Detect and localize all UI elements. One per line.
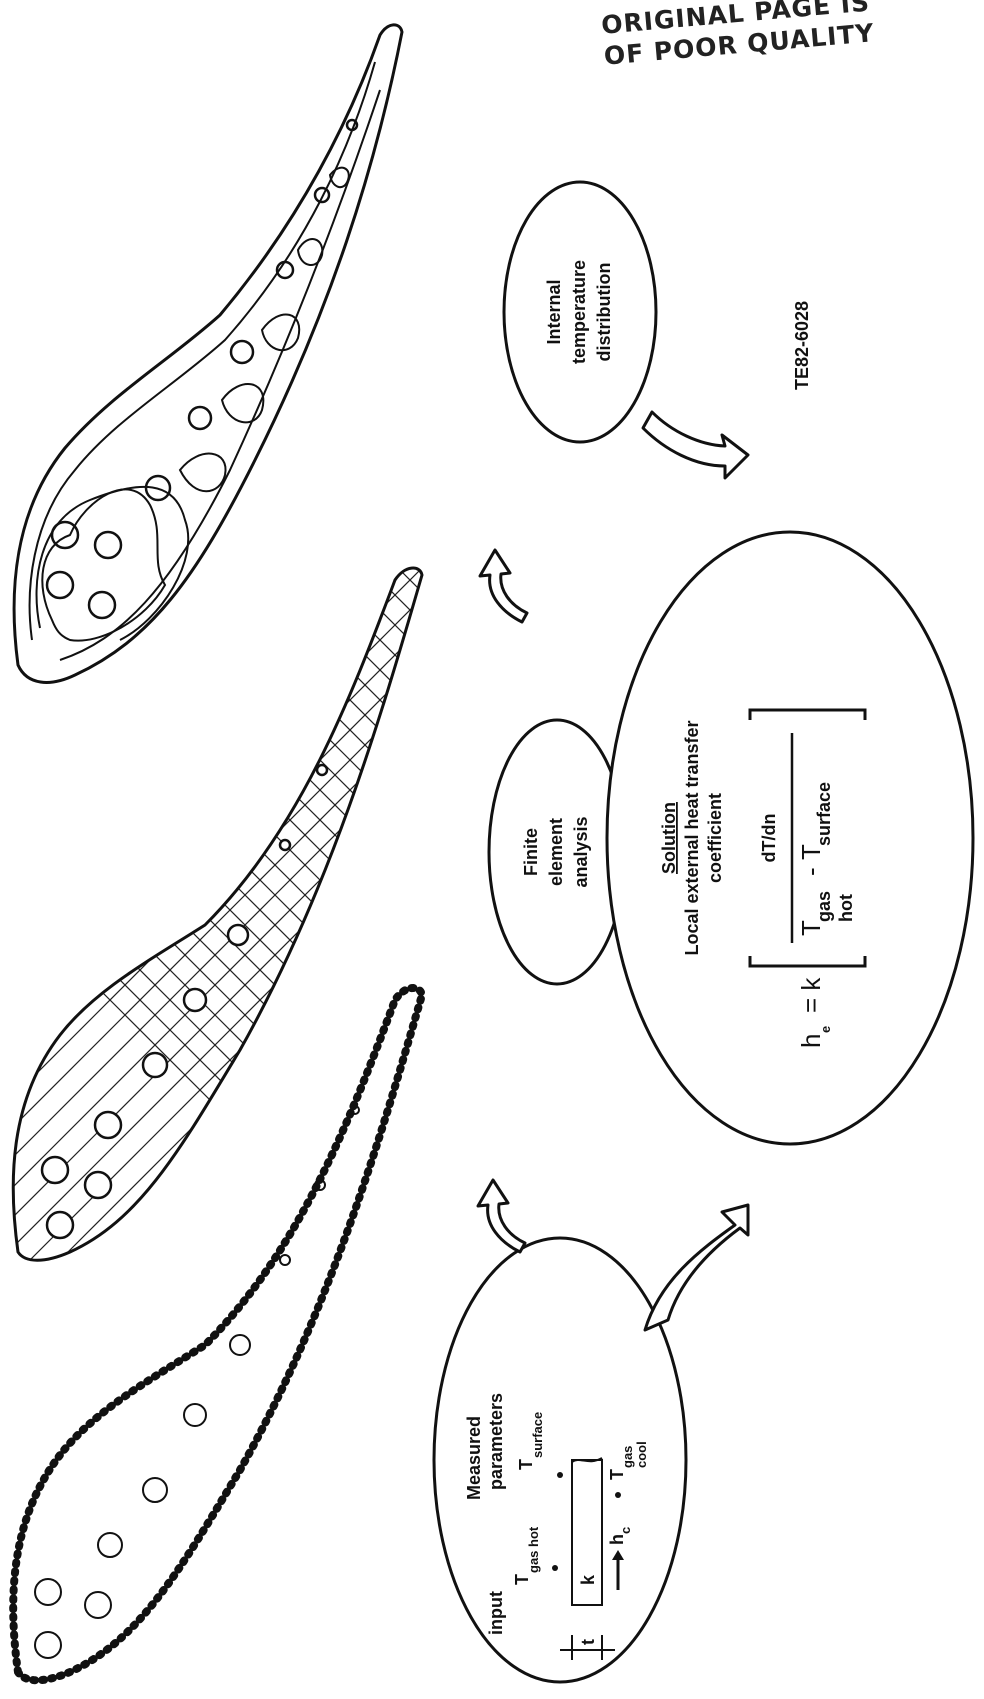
solution-line-1: Local external heat transfer xyxy=(682,720,702,955)
large-curved-arrow-lower xyxy=(645,1205,748,1330)
t-gas-cool-sub1: gas xyxy=(620,1446,635,1468)
gas-cool-dot xyxy=(615,1492,621,1498)
cooling-hole xyxy=(280,1255,290,1265)
contour-line xyxy=(298,239,322,265)
mesh-hole xyxy=(42,1157,68,1183)
den-minus: - xyxy=(796,867,826,876)
fea-line-2: element xyxy=(546,818,566,886)
temperature-oval: Internal temperature distribution xyxy=(504,182,656,442)
temp-line-1: Internal xyxy=(544,279,564,344)
temperature-hole xyxy=(231,341,253,363)
h-e-sub: e xyxy=(818,1026,833,1033)
cooling-hole xyxy=(35,1632,61,1658)
surface-dot xyxy=(557,1472,563,1478)
mesh-hole xyxy=(47,1212,73,1238)
h-e-label: h xyxy=(796,1034,826,1048)
perforated-blade-outline xyxy=(13,988,422,1680)
cooling-hole xyxy=(35,1579,61,1605)
temperature-blade xyxy=(14,25,402,683)
fea-line-3: analysis xyxy=(571,816,591,887)
contour-line xyxy=(222,384,263,422)
cooling-hole xyxy=(98,1533,122,1557)
conductivity-label: k xyxy=(578,1574,598,1585)
small-curved-arrow-1 xyxy=(478,1180,525,1252)
contour-line xyxy=(37,487,189,640)
temperature-hole xyxy=(47,572,73,598)
mesh-hole xyxy=(228,925,248,945)
numerator: dT/dn xyxy=(759,814,779,863)
mesh-hole xyxy=(95,1112,121,1138)
cooling-hole xyxy=(184,1404,206,1426)
temperature-hole xyxy=(52,522,78,548)
figure-code: TE82-6028 xyxy=(792,301,812,390)
input-subtitle-right: parameters xyxy=(486,1393,506,1490)
mesh-blade-outline xyxy=(13,568,422,1260)
den-hot: hot xyxy=(836,894,856,922)
temp-line-3: distribution xyxy=(594,263,614,362)
mesh-hole xyxy=(184,989,206,1011)
mesh-hole xyxy=(143,1053,167,1077)
den-sub2: surface xyxy=(814,782,834,846)
cooling-hole xyxy=(230,1335,250,1355)
t-gas-cool-sub2: cool xyxy=(634,1441,649,1468)
solution-oval: Solution Local external heat transfer co… xyxy=(607,532,973,1144)
temp-line-2: temperature xyxy=(569,260,589,364)
fea-line-1: Finite xyxy=(521,828,541,876)
input-title: Measured xyxy=(464,1416,484,1500)
equals-k: = k xyxy=(796,977,826,1013)
temperature-hole xyxy=(95,532,121,558)
temperature-hole xyxy=(189,407,211,429)
h-c-sub: c xyxy=(618,1527,633,1534)
den-sub1: gas xyxy=(814,891,834,922)
large-curved-arrow-upper xyxy=(643,412,748,478)
perforated-blade xyxy=(13,988,422,1680)
cooling-hole xyxy=(143,1478,167,1502)
t-surface-sub: surface xyxy=(530,1412,545,1458)
t-gas-cool-label: T xyxy=(607,1469,627,1480)
contour-line xyxy=(180,454,226,492)
small-curved-arrow-2 xyxy=(480,550,527,622)
cooling-hole xyxy=(85,1592,111,1618)
gas-hot-dot xyxy=(552,1565,558,1571)
mesh-hole xyxy=(280,840,290,850)
solution-title: Solution xyxy=(659,802,679,874)
solution-line-2: coefficient xyxy=(705,793,725,883)
mesh-hole xyxy=(85,1172,111,1198)
t-surface-label: T xyxy=(516,1459,536,1470)
input-oval: Measured input parameters T gas hot T su… xyxy=(434,1238,686,1682)
temperature-hole xyxy=(89,592,115,618)
t-gas-hot-label: T xyxy=(512,1574,532,1585)
contour-line xyxy=(262,314,299,350)
fea-oval: Finite element analysis xyxy=(489,720,625,984)
t-gas-hot-sub: gas hot xyxy=(526,1526,541,1573)
mesh-hole xyxy=(317,765,327,775)
input-subtitle-left: input xyxy=(486,1591,506,1635)
h-c-label: h xyxy=(607,1534,627,1545)
thickness-label: t xyxy=(578,1639,598,1645)
